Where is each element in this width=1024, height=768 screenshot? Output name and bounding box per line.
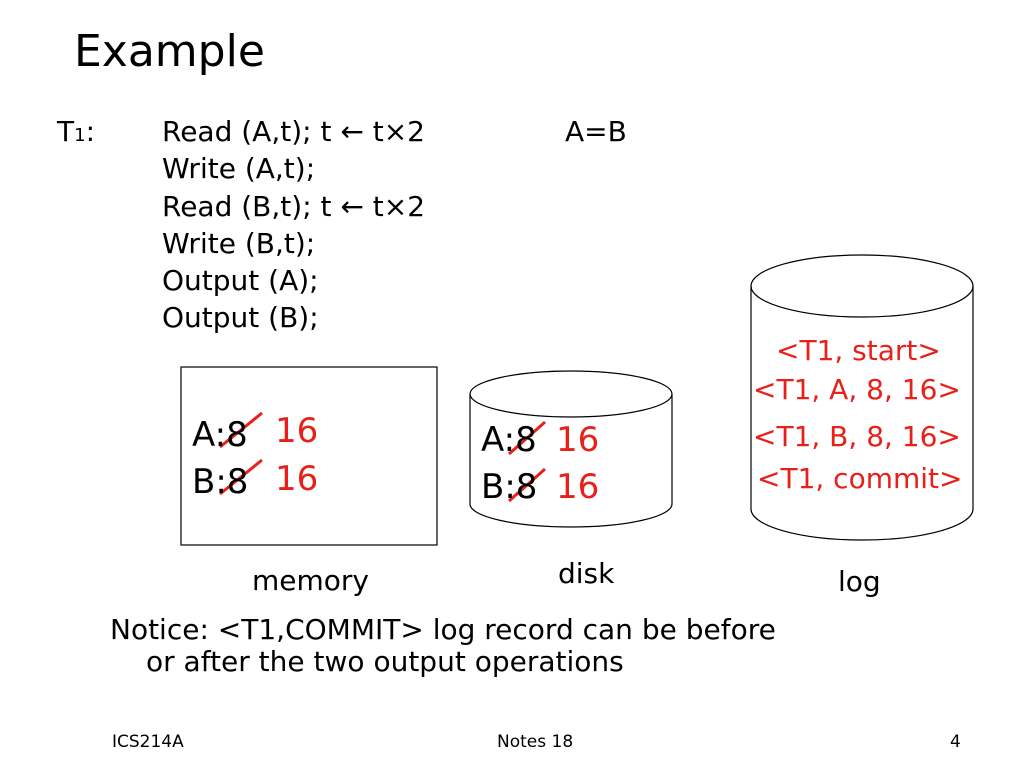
memory-var-b: B: <box>192 462 227 502</box>
code-line: Read (A,t); t ← t×2 <box>162 115 425 148</box>
disk-old-value-a: 8 <box>515 420 537 460</box>
transaction-subscript: 1 <box>74 125 86 146</box>
disk-old-value-b: 8 <box>515 467 538 507</box>
footer-notes: Notes 18 <box>497 732 574 752</box>
memory-new-value-a: 16 <box>275 411 319 451</box>
disk-row-a: A:8 <box>481 423 537 457</box>
transaction-colon: : <box>85 115 95 148</box>
disk-row-b: B:8 <box>481 470 537 504</box>
disk-var-a: A: <box>481 420 516 460</box>
invariant-note: A=B <box>565 115 627 148</box>
notice-line-2: or after the two output operations <box>146 645 624 678</box>
memory-label: memory <box>252 564 369 597</box>
log-label: log <box>838 565 881 598</box>
disk-cylinder <box>469 370 673 528</box>
log-record: <T1, A, 8, 16> <box>753 373 961 406</box>
code-line: Output (A); <box>162 264 319 297</box>
footer-course: ICS214A <box>112 732 184 752</box>
code-line: Read (B,t); t ← t×2 <box>162 190 426 223</box>
transaction-letter: T <box>57 115 75 148</box>
memory-row-a: A:8 <box>192 418 248 452</box>
memory-old-value-a: 8 <box>226 415 248 455</box>
memory-new-value-b: 16 <box>275 459 319 499</box>
footer-page-number: 4 <box>950 732 961 752</box>
memory-box <box>180 366 438 546</box>
memory-row-b: B:8 <box>192 465 248 499</box>
strike-mark-memory-a <box>219 411 263 449</box>
log-record: <T1, start> <box>776 334 941 367</box>
log-record: <T1, B, 8, 16> <box>753 420 961 453</box>
strike-mark-disk-a <box>508 420 546 456</box>
code-line: Write (A,t); <box>162 152 316 185</box>
disk-label: disk <box>558 557 615 590</box>
code-line: Output (B); <box>162 301 319 334</box>
log-record: <T1, commit> <box>757 462 963 495</box>
disk-new-value-b: 16 <box>556 467 600 507</box>
disk-var-b: B: <box>481 467 516 507</box>
disk-new-value-a: 16 <box>556 420 600 460</box>
transaction-name: T1: <box>57 118 95 146</box>
log-cylinder <box>750 254 974 541</box>
memory-var-a: A: <box>192 415 227 455</box>
strike-mark-memory-b <box>219 458 263 496</box>
memory-old-value-b: 8 <box>226 462 249 502</box>
page-title: Example <box>74 26 265 77</box>
notice-line-1: Notice: <T1,COMMIT> log record can be be… <box>110 613 776 646</box>
code-line: Write (B,t); <box>162 227 316 260</box>
strike-mark-disk-b <box>508 467 546 503</box>
